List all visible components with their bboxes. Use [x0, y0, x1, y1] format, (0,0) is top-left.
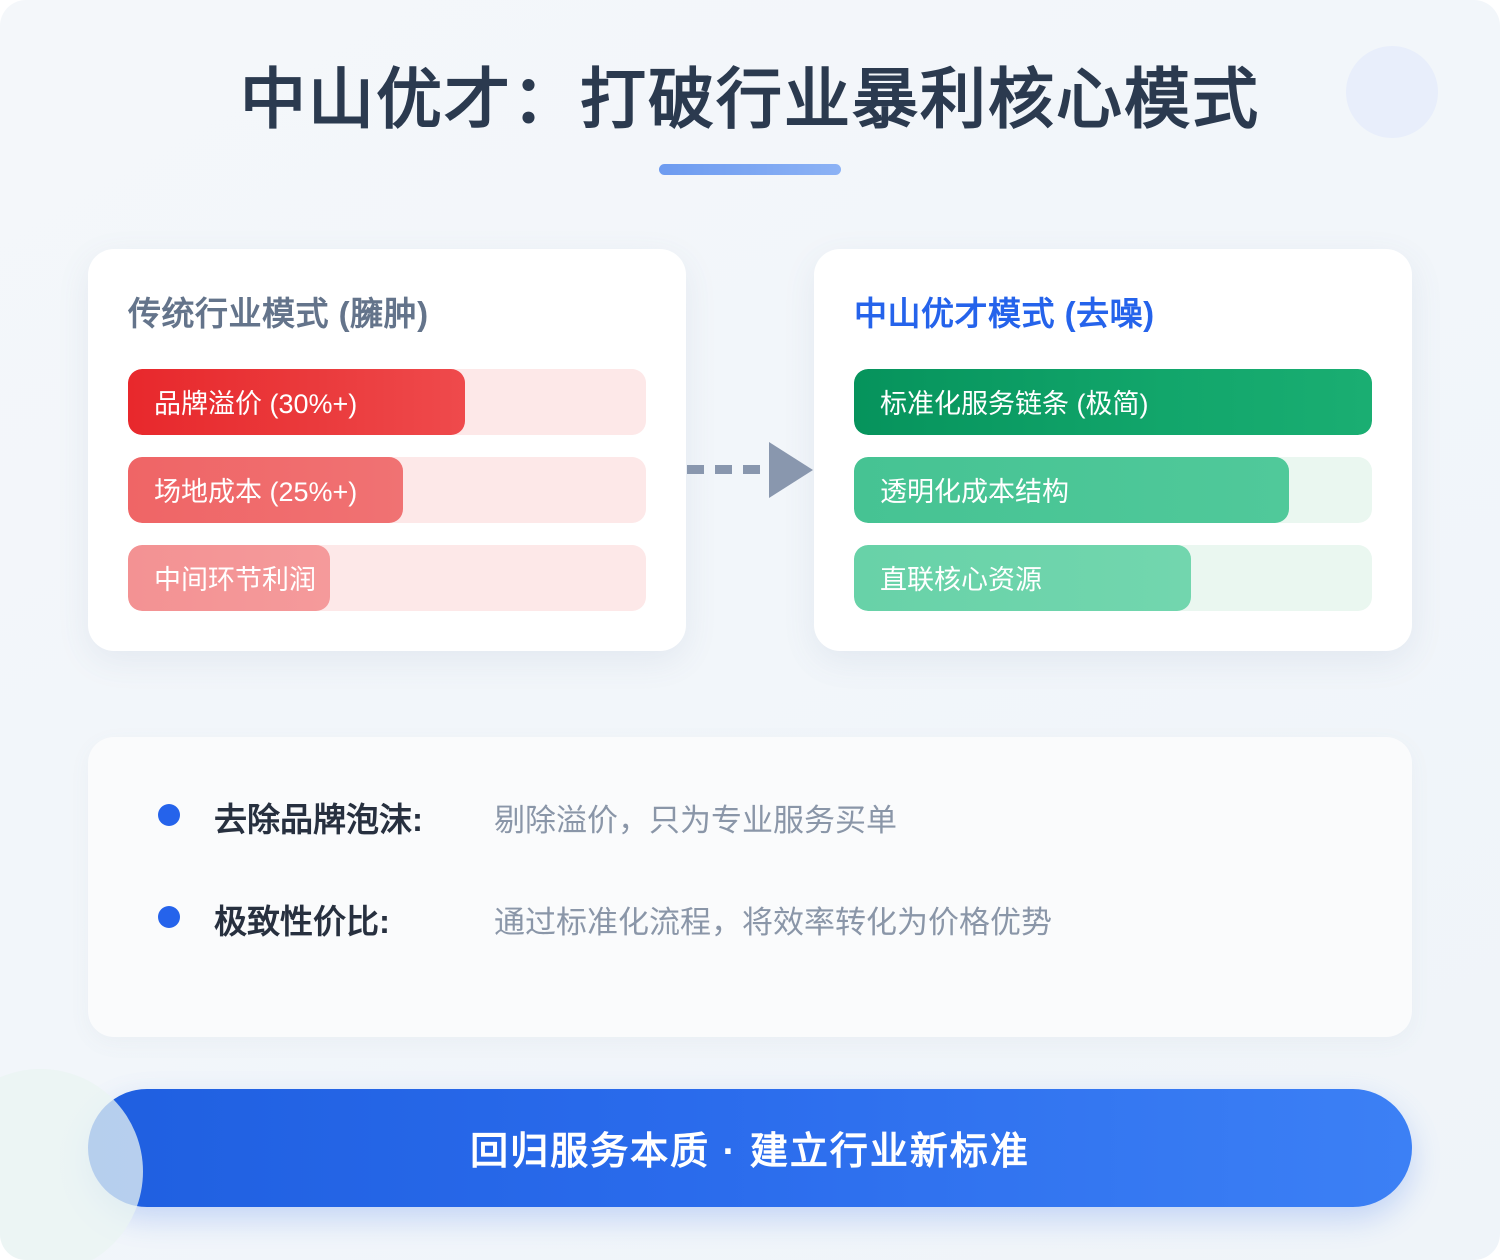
modern-bar-list: 标准化服务链条 (极简) 透明化成本结构 直联核心资源	[854, 368, 1372, 611]
key-points-panel: 去除品牌泡沫: 剔除溢价，只为专业服务买单 极致性价比: 通过标准化流程，将效率…	[88, 736, 1412, 1037]
legacy-model-card: 传统行业模式 (臃肿) 品牌溢价 (30%+) 场地成本 (25%+) 中间环节…	[88, 248, 686, 651]
modern-bar-label-3: 直联核心资源	[880, 565, 1042, 596]
bullet-dot-icon	[158, 905, 180, 928]
dashed-line-icon	[687, 465, 765, 475]
arrow-right-icon	[769, 441, 813, 498]
legacy-bar-track-2: 场地成本 (25%+)	[128, 456, 646, 523]
transition-arrow	[687, 441, 813, 498]
modern-card-heading: 中山优才模式 (去噪)	[854, 294, 1155, 332]
modern-bar-fill-1: 标准化服务链条 (极简)	[854, 368, 1372, 435]
key-point-description: 通过标准化流程，将效率转化为价格优势	[494, 904, 1052, 940]
key-point-label: 去除品牌泡沫:	[214, 800, 423, 838]
footer-slogan-banner: 回归服务本质 · 建立行业新标准	[88, 1088, 1412, 1207]
modern-bar-fill-3: 直联核心资源	[854, 544, 1191, 611]
legacy-bar-track-3: 中间环节利润	[128, 544, 646, 611]
modern-bar-track-3: 直联核心资源	[854, 544, 1372, 611]
modern-bar-label-2: 透明化成本结构	[880, 477, 1069, 508]
legacy-bar-fill-2: 场地成本 (25%+)	[128, 456, 403, 523]
page-header: 中山优才：打破行业暴利核心模式	[0, 0, 1500, 175]
legacy-bar-fill-3: 中间环节利润	[128, 544, 331, 611]
key-point-item: 极致性价比: 通过标准化流程，将效率转化为价格优势	[158, 895, 1342, 943]
legacy-bar-label-3: 中间环节利润	[154, 565, 316, 596]
key-point-item: 去除品牌泡沫: 剔除溢价，只为专业服务买单	[158, 793, 1342, 841]
comparison-section: 传统行业模式 (臃肿) 品牌溢价 (30%+) 场地成本 (25%+) 中间环节…	[88, 248, 1412, 651]
legacy-bar-list: 品牌溢价 (30%+) 场地成本 (25%+) 中间环节利润	[128, 368, 646, 611]
modern-bar-fill-2: 透明化成本结构	[854, 456, 1290, 523]
legacy-bar-label-1: 品牌溢价 (30%+)	[154, 389, 358, 420]
modern-bar-label-1: 标准化服务链条 (极简)	[880, 389, 1149, 420]
bullet-dot-icon	[158, 803, 180, 826]
legacy-bar-fill-1: 品牌溢价 (30%+)	[128, 368, 465, 435]
legacy-bar-label-2: 场地成本 (25%+)	[154, 477, 358, 508]
legacy-bar-track-1: 品牌溢价 (30%+)	[128, 368, 646, 435]
legacy-card-heading: 传统行业模式 (臃肿)	[128, 294, 429, 332]
key-point-label: 极致性价比:	[214, 902, 390, 940]
title-underline-accent	[659, 163, 841, 175]
key-point-description: 剔除溢价，只为专业服务买单	[494, 802, 897, 838]
modern-bar-track-2: 透明化成本结构	[854, 456, 1372, 523]
modern-model-card: 中山优才模式 (去噪) 标准化服务链条 (极简) 透明化成本结构 直联核心资源	[814, 248, 1412, 651]
modern-bar-track-1: 标准化服务链条 (极简)	[854, 368, 1372, 435]
page-title: 中山优才：打破行业暴利核心模式	[240, 62, 1260, 136]
